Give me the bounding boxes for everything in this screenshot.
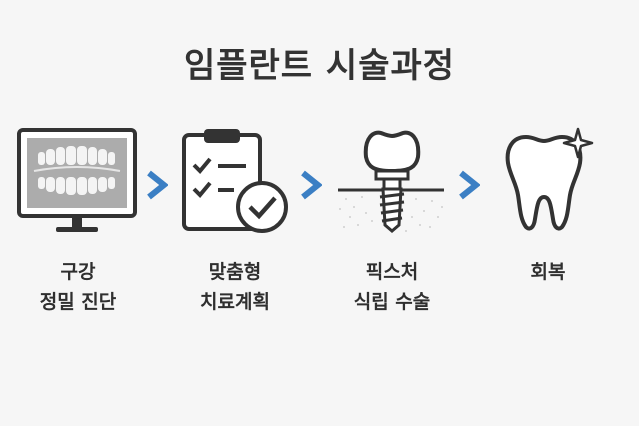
step-label-line1: 구강 — [60, 261, 96, 283]
step-label-line2: 식립 수술 — [353, 291, 431, 313]
tooth-sparkle-icon — [505, 127, 594, 231]
step-label-fixture-surgery: 픽스처 식립 수술 — [322, 257, 462, 317]
arrow-right-icon — [301, 170, 322, 200]
step-label-line2: 정밀 진단 — [39, 291, 117, 313]
dental-implant-icon — [338, 130, 444, 233]
step-label-line1: 맞춤형 — [208, 261, 262, 283]
step-label-line1: 픽스처 — [365, 261, 419, 283]
step-label-line2: 치료계획 — [200, 291, 270, 313]
arrow-right-icon — [459, 170, 480, 200]
arrow-right-icon — [147, 170, 168, 200]
step-label-diagnosis: 구강 정밀 진단 — [8, 257, 148, 317]
step-label-recovery: 회복 — [478, 257, 618, 287]
page-title: 임플란트 시술과정 — [183, 46, 456, 86]
checklist-clipboard-icon — [182, 129, 288, 233]
xray-monitor-icon — [17, 128, 137, 232]
step-label-line1: 회복 — [530, 261, 566, 283]
step-label-treatment-plan: 맞춤형 치료계획 — [165, 257, 305, 317]
